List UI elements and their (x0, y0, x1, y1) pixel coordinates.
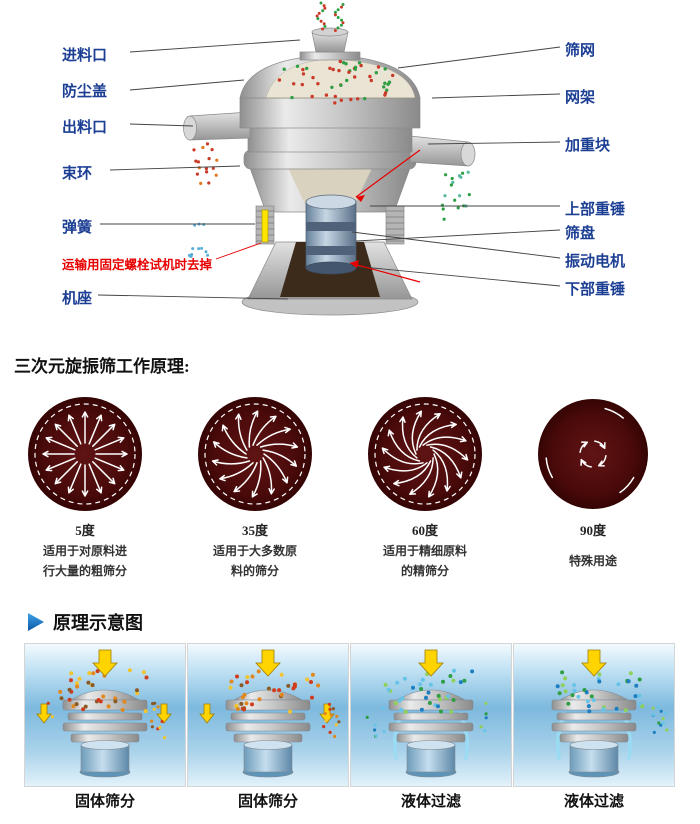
label-transport-bolt-note: 运输用固定螺栓试机时去掉 (62, 258, 213, 272)
play-icon (28, 613, 44, 631)
red-annotation-arrows (215, 149, 421, 283)
schematic-panel-solid-1 (24, 643, 186, 787)
degree-label: 5度 (75, 523, 95, 538)
label-clamp-ring: 束环 (62, 166, 93, 182)
degree-label: 90度 (579, 523, 606, 538)
machine-cutaway-illustration (97, 1, 561, 316)
principle-circle-5deg (28, 397, 142, 511)
degree-description: 特殊用途 (568, 554, 617, 568)
panel-label: 液体过滤 (400, 794, 461, 810)
machine-body (183, 27, 476, 316)
label-mesh-frame: 网架 (565, 90, 596, 106)
label-sieve-pan: 筛盘 (565, 226, 596, 242)
degree-description: 适用于精细原料 (382, 544, 467, 558)
label-weight-block: 加重块 (565, 138, 611, 154)
label-vibration-motor: 振动电机 (565, 254, 626, 270)
degree-description: 行大量的粗筛分 (42, 564, 127, 578)
principle-circle-90deg (538, 399, 648, 509)
schematic-title: 原理示意图 (53, 613, 143, 633)
panel-label: 固体筛分 (237, 794, 298, 810)
label-machine-base: 机座 (62, 291, 93, 307)
principle-circle-60deg (368, 397, 482, 511)
leader-lines (97, 39, 561, 300)
label-discharge-outlet: 出料口 (62, 120, 108, 136)
panel-label: 固体筛分 (74, 794, 135, 810)
degree-description: 适用于对原料进 (42, 544, 127, 558)
label-spring: 弹簧 (62, 220, 93, 236)
label-lower-weight: 下部重锤 (565, 282, 626, 298)
label-feed-inlet: 进料口 (62, 48, 108, 64)
label-dust-cover: 防尘盖 (62, 84, 108, 100)
label-upper-weight: 上部重锤 (565, 202, 626, 218)
panel-label: 液体过滤 (563, 794, 624, 810)
label-screen-mesh: 筛网 (565, 43, 596, 59)
schematic-panel-solid-2 (187, 643, 349, 787)
schematic-panel-liquid-2 (513, 643, 675, 787)
degree-label: 35度 (241, 523, 268, 538)
principle-title: 三次元旋振筛工作原理: (14, 357, 190, 376)
degree-description: 适用于大多数原 (212, 544, 297, 558)
degree-description: 料的筛分 (230, 564, 279, 578)
degree-description: 的精筛分 (400, 564, 449, 578)
principle-circle-35deg (198, 397, 312, 511)
schematic-panel-liquid-1 (350, 643, 512, 787)
degree-label: 60度 (411, 523, 438, 538)
